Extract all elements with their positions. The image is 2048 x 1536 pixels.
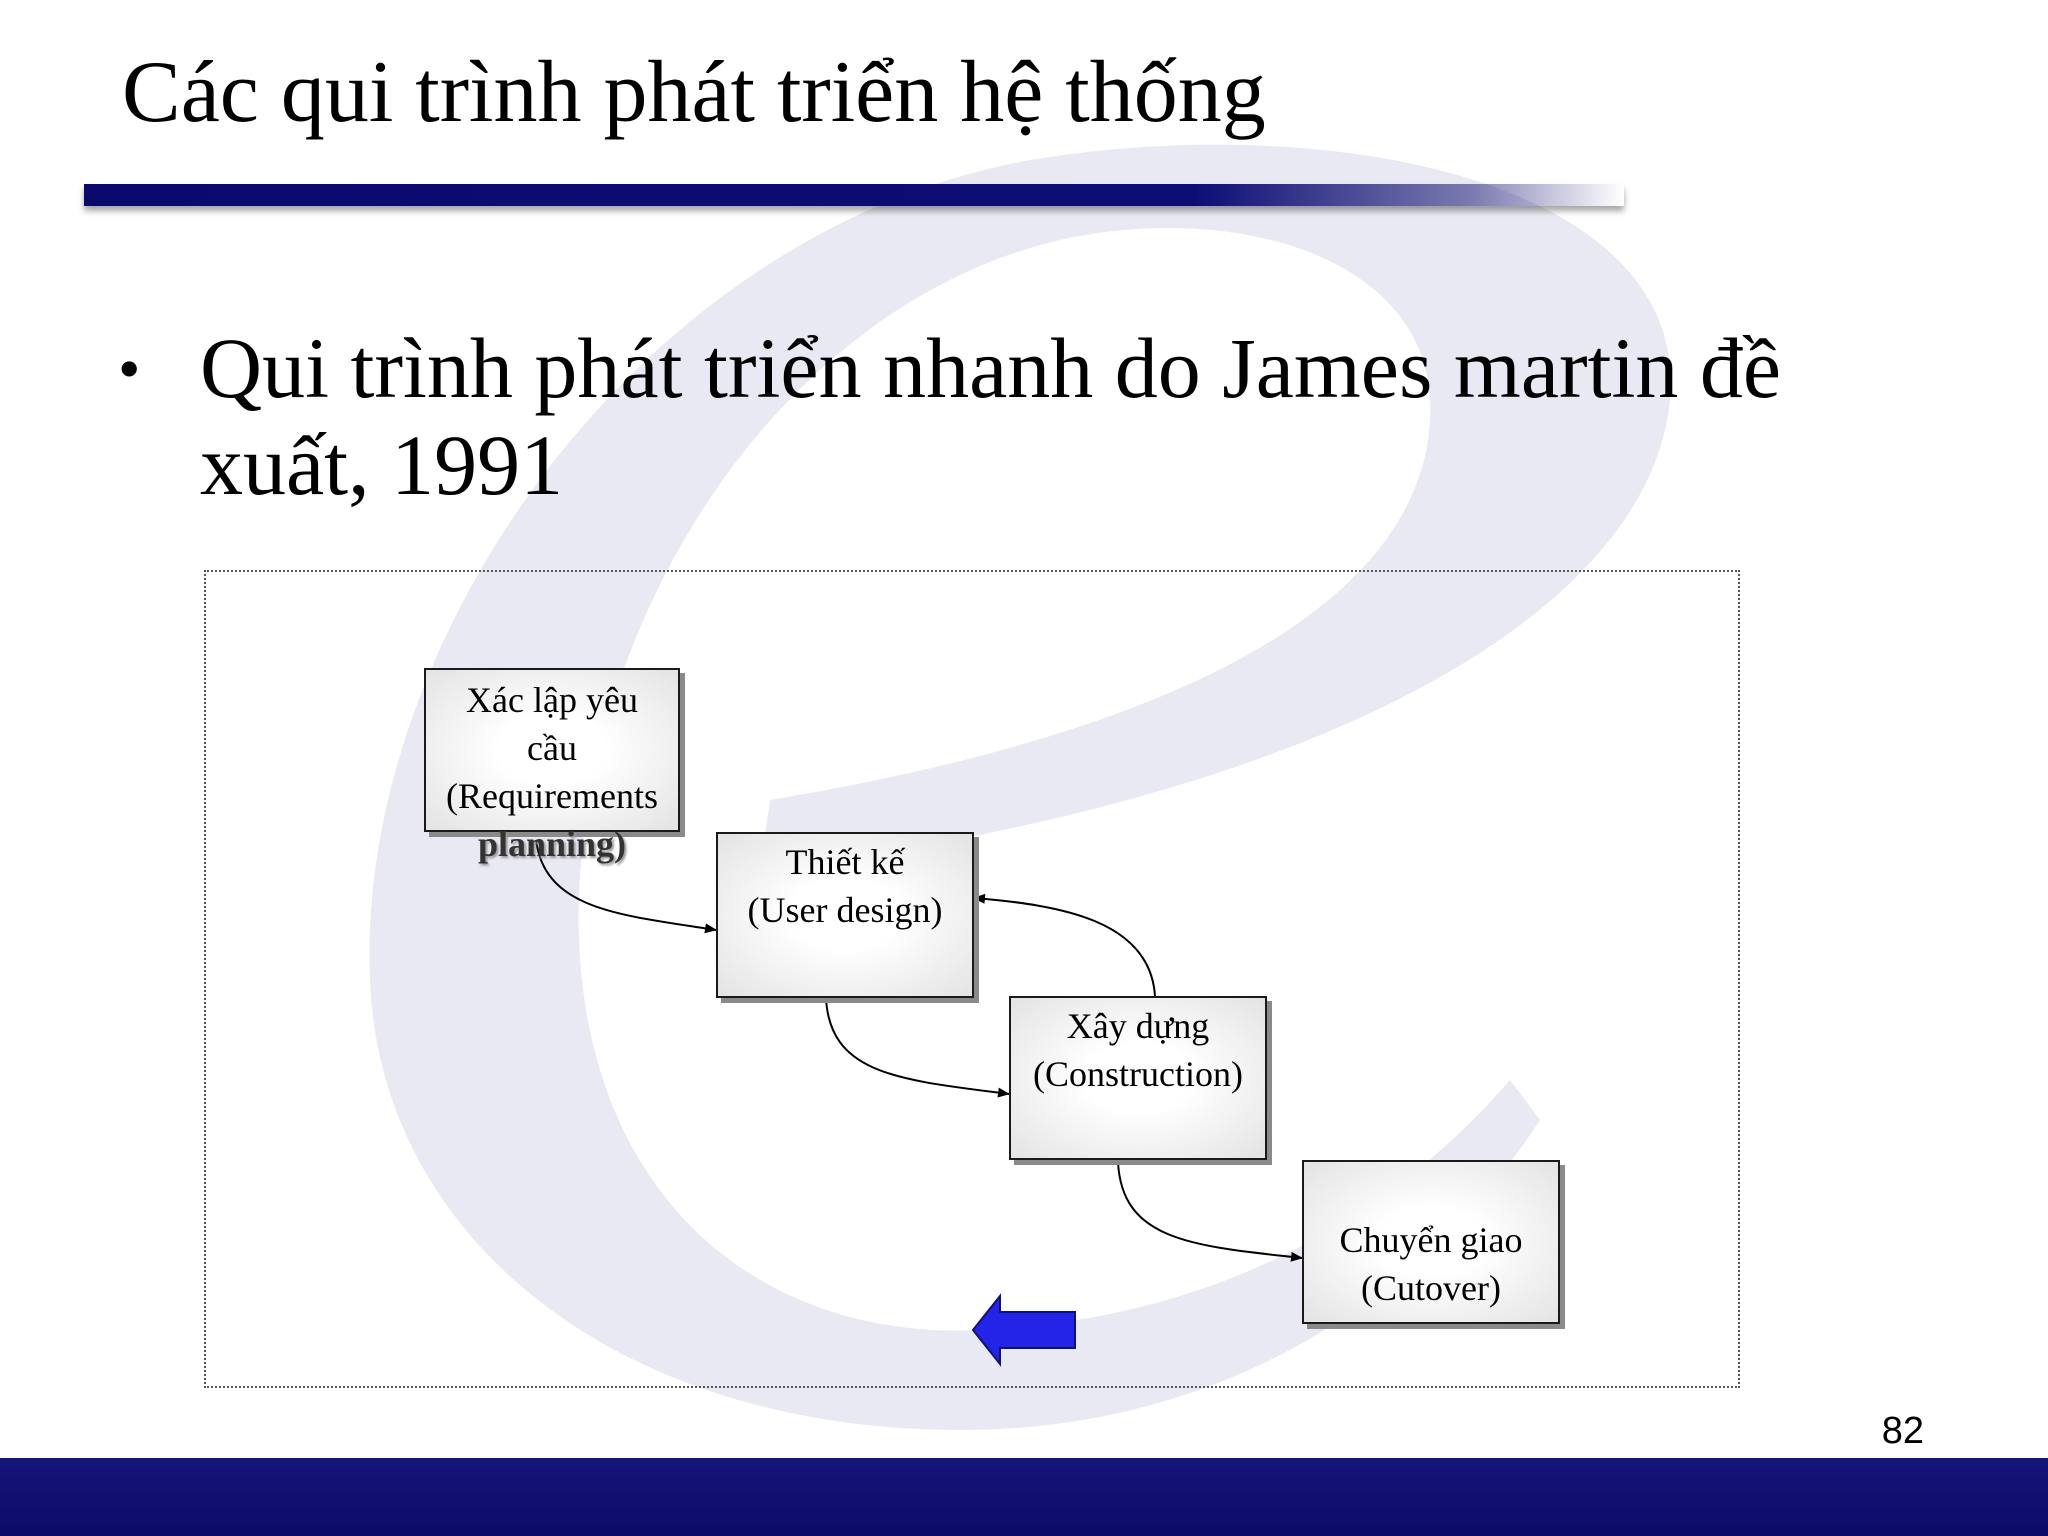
title-rule bbox=[84, 184, 1624, 206]
bullet-text: Qui trình phát triển nhanh do James mart… bbox=[200, 320, 1782, 513]
back-button[interactable] bbox=[971, 1293, 1076, 1367]
page-number: 82 bbox=[1881, 1410, 1924, 1452]
slide-title: Các qui trình phát triển hệ thống bbox=[122, 44, 1266, 141]
connector-step3-step2 bbox=[973, 893, 1156, 997]
step-requirements-planning: Xác lập yêu cầu (Requirements planning) bbox=[424, 668, 680, 864]
step-label-line: Xây dựng bbox=[1066, 1006, 1210, 1046]
footer-band bbox=[0, 1458, 2048, 1536]
step-construction: Xây dựng (Construction) bbox=[1009, 996, 1267, 1160]
bullet-dot: • bbox=[118, 333, 141, 404]
step-label-line: cầu bbox=[527, 728, 577, 768]
connector-step3-step4 bbox=[1117, 1161, 1303, 1262]
step-label-line: Chuyển giao bbox=[1339, 1220, 1523, 1260]
step-label-line: (Cutover) bbox=[1361, 1268, 1501, 1308]
step-label-line: (Construction) bbox=[1033, 1054, 1243, 1094]
step-label-line: Xác lập yêu bbox=[466, 680, 638, 720]
step-label-line: (User design) bbox=[747, 890, 943, 930]
step-user-design: Thiết kế (User design) bbox=[716, 832, 974, 998]
diagram-frame bbox=[204, 570, 1740, 1388]
connector-step1-step2 bbox=[535, 839, 717, 934]
step-label-line: planning) bbox=[477, 824, 627, 864]
step-label-line: (Requirements bbox=[446, 776, 658, 816]
step-label-line: Thiết kế bbox=[785, 842, 905, 882]
connector-step2-step3 bbox=[825, 997, 1010, 1098]
left-arrow-icon bbox=[971, 1293, 1076, 1367]
step-cutover: Chuyển giao (Cutover) bbox=[1302, 1160, 1560, 1324]
